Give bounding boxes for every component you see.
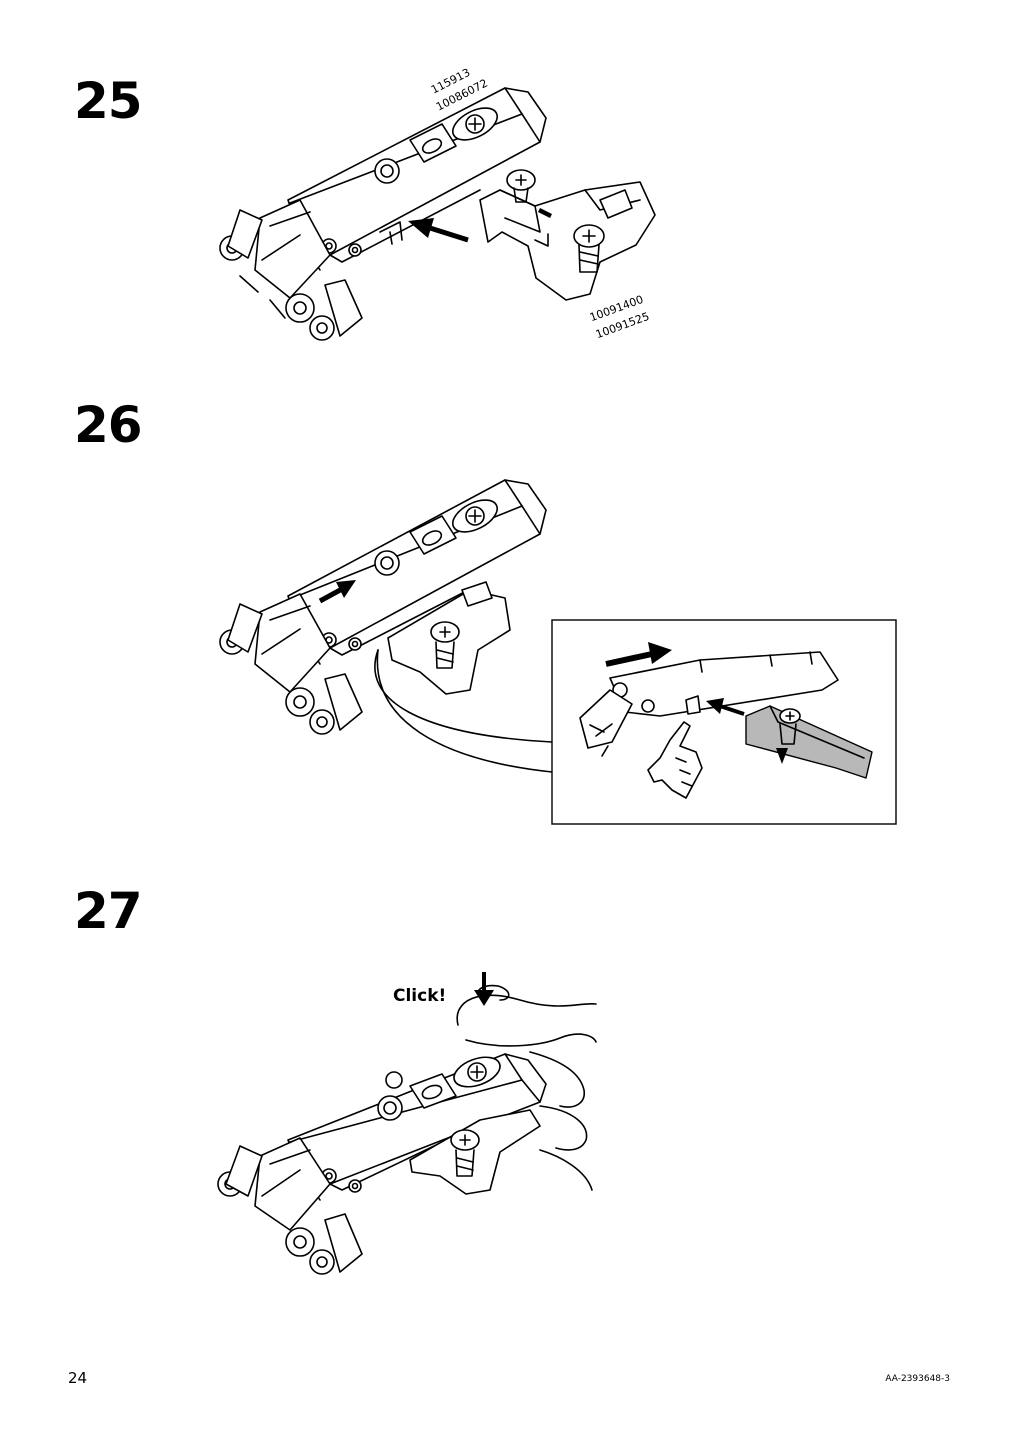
press-down-arrow-27 [474,972,494,1006]
page-number: 24 [68,1369,88,1387]
mounting-plate-25 [479,169,656,301]
document-code: AA-2393648-3 [885,1374,950,1384]
click-label: Click! [393,986,447,1006]
hand-outline-27 [456,984,597,1191]
hinge-arm-27 [217,1053,547,1275]
callout-connector-lower [376,649,553,773]
step-number-27: 27 [74,882,143,940]
detail-callout-box [551,619,897,825]
callout-connector-upper [374,649,553,743]
hinge-arm-26 [219,479,547,735]
push-arrow-26 [318,580,356,604]
insert-arrow-left-25 [408,218,469,243]
step-number-25: 25 [74,72,143,130]
step-number-26: 26 [74,396,143,454]
hinge-arm-25 [219,87,547,341]
